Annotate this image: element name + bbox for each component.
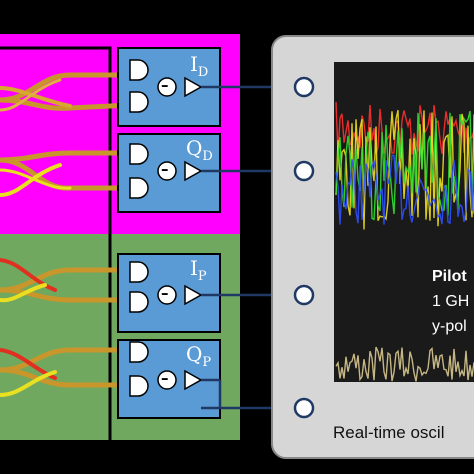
scope-trace-1 [335,101,474,155]
scope-trace-5 [335,346,474,382]
output-label-i-d: ID [190,52,209,80]
output-label-q-d: QD [186,136,213,164]
subtractor-symbol-3: – [161,284,169,302]
scope-caption: Real-time oscil [333,423,445,442]
scope-trace-4 [335,154,474,225]
pilot-annotation: Pilot 1 GH y-pol [432,264,469,339]
scope-ports [293,76,315,419]
scope-traces [335,101,474,382]
pilot-annotation-line-2: 1 GH [432,293,470,310]
pilot-annotation-line-1: Pilot [432,268,467,285]
subtractor-symbol-1: – [161,76,169,94]
output-label-q-p: QP [186,342,212,370]
pilot-waveguides [0,258,133,397]
detector-block-2 [117,133,221,213]
output-label-i-p: IP [190,256,207,284]
subtractor-symbol-2: – [161,160,169,178]
subtractor-symbol-4: – [161,369,169,387]
hybrid-outline [0,46,112,454]
pilot-annotation-line-3: y-pol [432,318,467,335]
detector-block-3 [117,253,221,333]
data-waveguides [0,72,133,197]
